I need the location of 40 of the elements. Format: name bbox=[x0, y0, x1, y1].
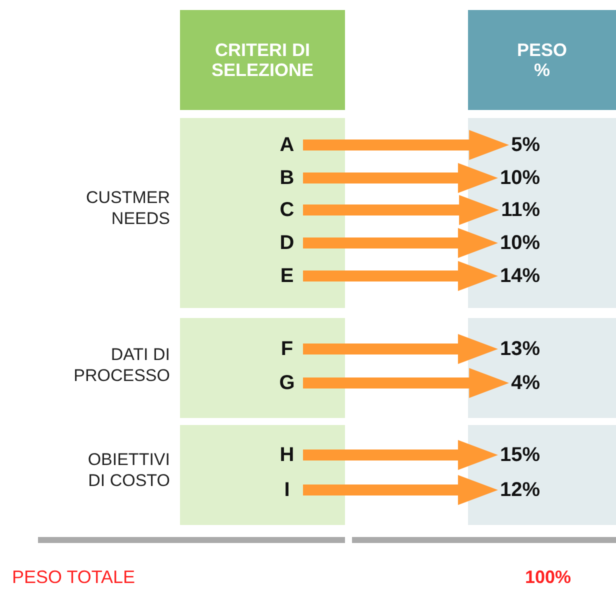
arrow bbox=[303, 163, 498, 193]
criterion-letter: C bbox=[274, 196, 300, 224]
criterion-letter: A bbox=[274, 131, 300, 159]
column-header: CRITERI DI SELEZIONE bbox=[180, 10, 345, 110]
weight-percentage: 15% bbox=[500, 441, 540, 469]
column-header: PESO % bbox=[468, 10, 616, 110]
weight-percentage: 12% bbox=[500, 476, 540, 504]
arrow bbox=[303, 195, 500, 225]
arrow bbox=[303, 228, 498, 258]
weight-percentage: 10% bbox=[500, 229, 540, 257]
arrow bbox=[303, 334, 498, 364]
group-label: OBIETTIVI DI COSTO bbox=[86, 449, 170, 491]
total-value: 100% bbox=[524, 567, 572, 588]
criterion-letter: D bbox=[274, 229, 300, 257]
criterion-letter: I bbox=[274, 476, 300, 504]
group-label: DATI DI PROCESSO bbox=[72, 344, 170, 386]
group-label: CUSTMER NEEDS bbox=[84, 187, 170, 229]
arrow bbox=[303, 261, 498, 291]
arrow bbox=[303, 440, 498, 470]
group-band bbox=[468, 118, 616, 308]
criterion-letter: F bbox=[274, 335, 300, 363]
arrow bbox=[303, 368, 510, 398]
weight-percentage: 4% bbox=[511, 369, 540, 397]
total-label: PESO TOTALE bbox=[12, 567, 136, 588]
group-band bbox=[180, 425, 345, 525]
group-band bbox=[468, 425, 616, 525]
weight-percentage: 14% bbox=[500, 262, 540, 290]
criterion-letter: G bbox=[274, 369, 300, 397]
weight-percentage: 5% bbox=[511, 131, 540, 159]
criterion-letter: E bbox=[274, 262, 300, 290]
group-band bbox=[180, 118, 345, 308]
arrow bbox=[303, 475, 498, 505]
weight-percentage: 10% bbox=[500, 164, 540, 192]
group-band bbox=[180, 318, 345, 418]
arrow bbox=[303, 130, 510, 160]
weight-percentage: 11% bbox=[501, 196, 540, 224]
criterion-letter: B bbox=[274, 164, 300, 192]
group-band bbox=[468, 318, 616, 418]
criterion-letter: H bbox=[274, 441, 300, 469]
weight-percentage: 13% bbox=[500, 335, 540, 363]
